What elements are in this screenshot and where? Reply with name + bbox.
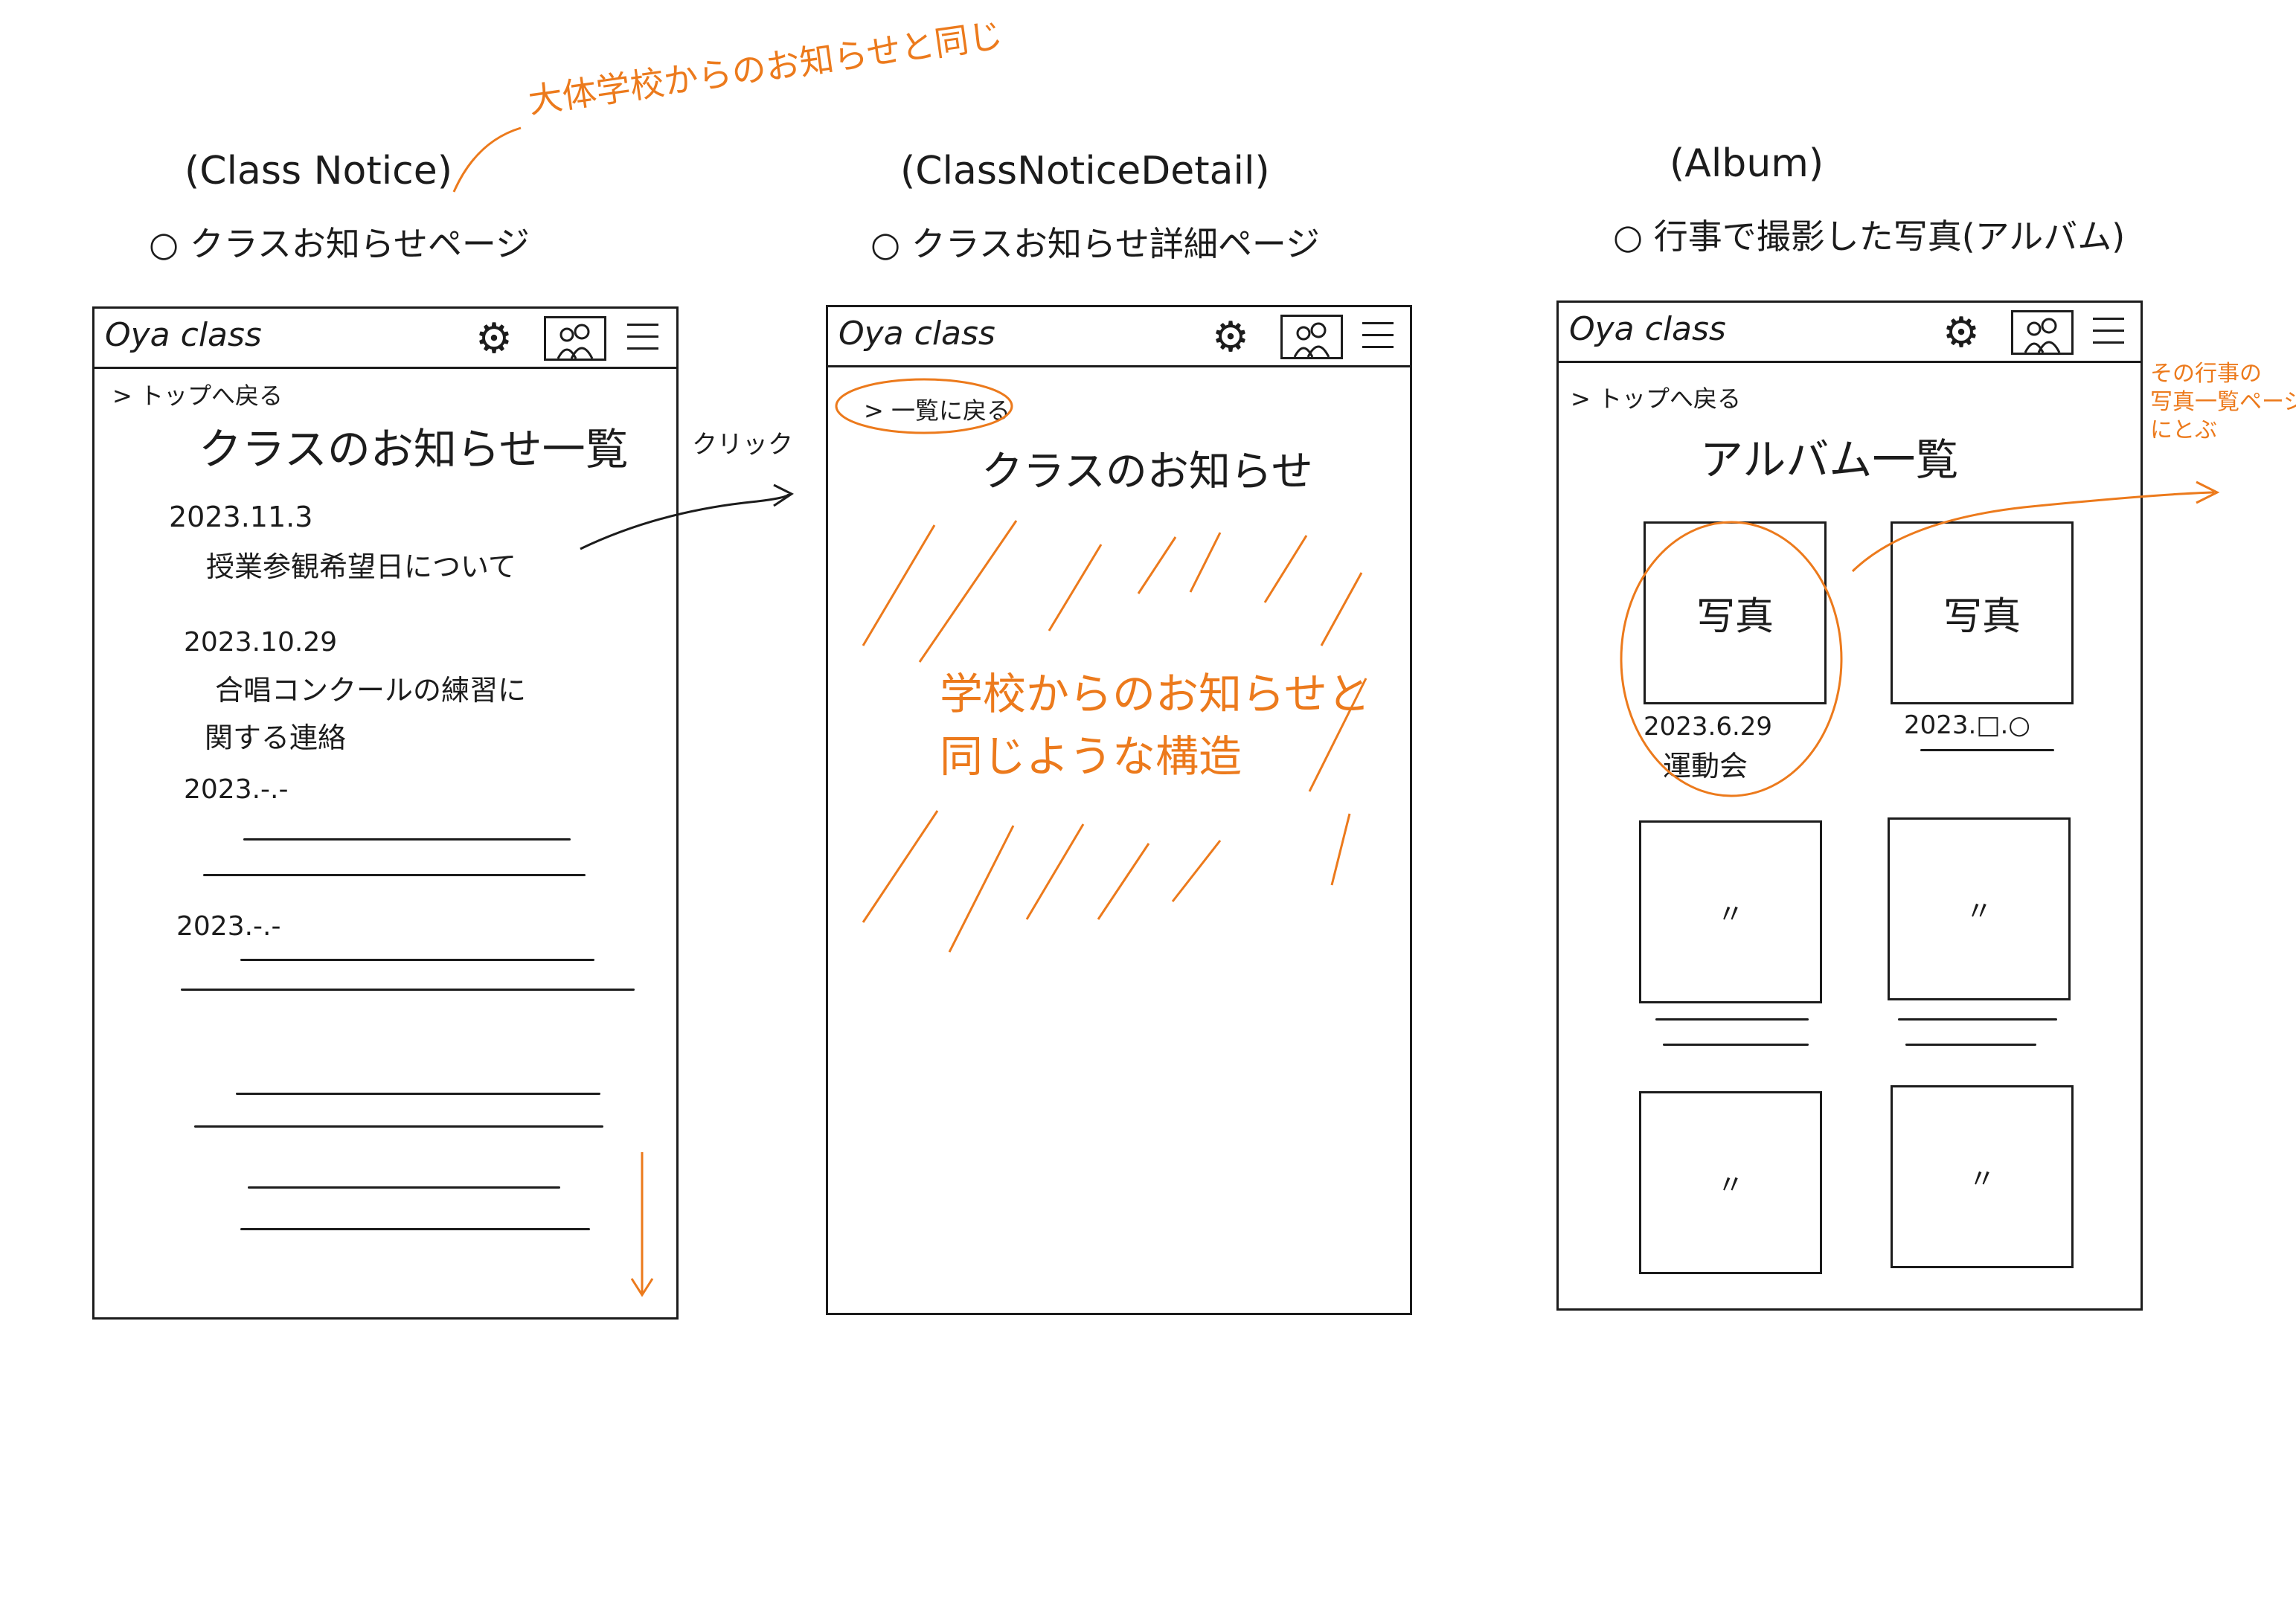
placeholder-line xyxy=(1920,749,2054,751)
placeholder-line xyxy=(240,1228,590,1230)
app-logo[interactable]: Oya class xyxy=(105,316,262,354)
app-header: Oya class ⚙ xyxy=(94,309,676,369)
album-annotation-line1: その行事の xyxy=(2150,361,2262,387)
screen1-id-label: (Class Notice) xyxy=(185,149,453,193)
scroll-down-arrow xyxy=(630,1152,654,1297)
gear-icon[interactable]: ⚙ xyxy=(475,315,513,363)
app-logo[interactable]: Oya class xyxy=(838,315,995,353)
photo-label: 〃 xyxy=(1716,1170,1744,1201)
click-annotation: クリック xyxy=(692,430,793,460)
annotation-pointer xyxy=(452,126,522,193)
class-notice-detail-screen: Oya class ⚙ > 一覧に戻る クラスのお知らせ 学校からのお知らせと … xyxy=(826,305,1412,1315)
album-arrow xyxy=(1851,491,2215,573)
album-annotation-line2: 写真一覧ページ xyxy=(2150,389,2296,415)
family-icon[interactable] xyxy=(1280,315,1343,359)
placeholder-line xyxy=(203,874,586,876)
photo-date: 2023.□.○ xyxy=(1904,710,2030,740)
album-photo[interactable]: 〃 xyxy=(1639,1091,1822,1274)
detail-body-line1: 学校からのお知らせと xyxy=(940,669,1370,719)
placeholder-line xyxy=(1655,1018,1809,1021)
screen2-id-label: (ClassNoticeDetail) xyxy=(900,149,1270,193)
placeholder-line xyxy=(1905,1044,2036,1046)
notice-title-line2[interactable]: 関する連絡 xyxy=(205,721,347,754)
class-notice-screen: Oya class ⚙ > トップへ戻る クラスのお知らせ一覧 2023.11.… xyxy=(92,306,679,1320)
notice-title[interactable]: 授業参観希望日について xyxy=(206,550,516,583)
photo-label: 〃 xyxy=(1968,1164,1995,1195)
notice-date: 2023.-.- xyxy=(184,774,289,805)
photo-label: 〃 xyxy=(1716,899,1744,930)
page-title: クラスのお知らせ xyxy=(981,448,1313,496)
photo-label: 〃 xyxy=(1965,896,1992,927)
photo-date: 2023.6.29 xyxy=(1644,712,1773,742)
album-photo[interactable]: 写真 xyxy=(1891,521,2074,704)
album-screen: Oya class ⚙ > トップへ戻る アルバム一覧 写真 2023.6.29… xyxy=(1556,301,2143,1311)
notice-date: 2023.10.29 xyxy=(184,627,338,658)
screen3-id-label: (Album) xyxy=(1670,141,1824,186)
screen3-description: ○ 行事で撮影した写真(アルバム) xyxy=(1613,216,2126,257)
click-arrow-head xyxy=(773,483,794,507)
detail-body-hatching xyxy=(862,520,1367,953)
album-arrow-head xyxy=(2196,481,2220,504)
placeholder-line xyxy=(1663,1044,1809,1046)
album-photo[interactable]: 〃 xyxy=(1891,1085,2074,1268)
album-annotation-line3: にとぶ xyxy=(2150,417,2217,443)
app-header: Oya class ⚙ xyxy=(828,307,1410,367)
click-arrow xyxy=(580,493,790,550)
album-annotation: その行事の 写真一覧ページ にとぶ xyxy=(2150,360,2296,445)
hamburger-icon[interactable] xyxy=(2093,313,2124,349)
app-header: Oya class ⚙ xyxy=(1559,303,2141,363)
notice-title[interactable]: 合唱コンクールの練習に xyxy=(215,674,527,707)
gear-icon[interactable]: ⚙ xyxy=(1211,313,1250,361)
hamburger-icon[interactable] xyxy=(1362,318,1394,353)
family-icon[interactable] xyxy=(544,316,606,361)
notice-date: 2023.-.- xyxy=(176,911,281,942)
back-to-list-link[interactable]: > 一覧に戻る xyxy=(864,396,1010,425)
detail-body-note: 学校からのお知らせと 同じような構造 xyxy=(940,663,1370,788)
placeholder-line xyxy=(240,959,594,961)
screen2-description: ○ クラスお知らせ詳細ページ xyxy=(870,224,1320,264)
family-icon[interactable] xyxy=(2011,310,2074,355)
back-to-top-link[interactable]: > トップへ戻る xyxy=(1571,385,1741,413)
photo-label: 写真 xyxy=(1943,594,2021,640)
photo-highlight xyxy=(1620,521,1843,797)
placeholder-line xyxy=(248,1186,560,1189)
album-photo[interactable]: 〃 xyxy=(1888,817,2071,1000)
notice-date: 2023.11.3 xyxy=(169,501,313,533)
photo-label: 写真 xyxy=(1696,594,1774,640)
placeholder-line xyxy=(1898,1018,2057,1021)
app-logo[interactable]: Oya class xyxy=(1569,310,1726,348)
placeholder-line xyxy=(194,1125,603,1128)
placeholder-line xyxy=(243,838,571,841)
album-photo[interactable]: 〃 xyxy=(1639,820,1822,1003)
gear-icon[interactable]: ⚙ xyxy=(1942,309,1981,357)
placeholder-line xyxy=(181,989,635,991)
hamburger-icon[interactable] xyxy=(627,319,658,355)
page-title: アルバム一覧 xyxy=(1700,434,1959,485)
page-title: クラスのお知らせ一覧 xyxy=(199,424,629,475)
placeholder-line xyxy=(236,1093,600,1095)
back-link-highlight xyxy=(835,378,1013,434)
back-to-top-link[interactable]: > トップへ戻る xyxy=(112,382,283,410)
screen1-description: ○ クラスお知らせページ xyxy=(149,224,530,264)
detail-body-line2: 同じような構造 xyxy=(940,731,1242,782)
